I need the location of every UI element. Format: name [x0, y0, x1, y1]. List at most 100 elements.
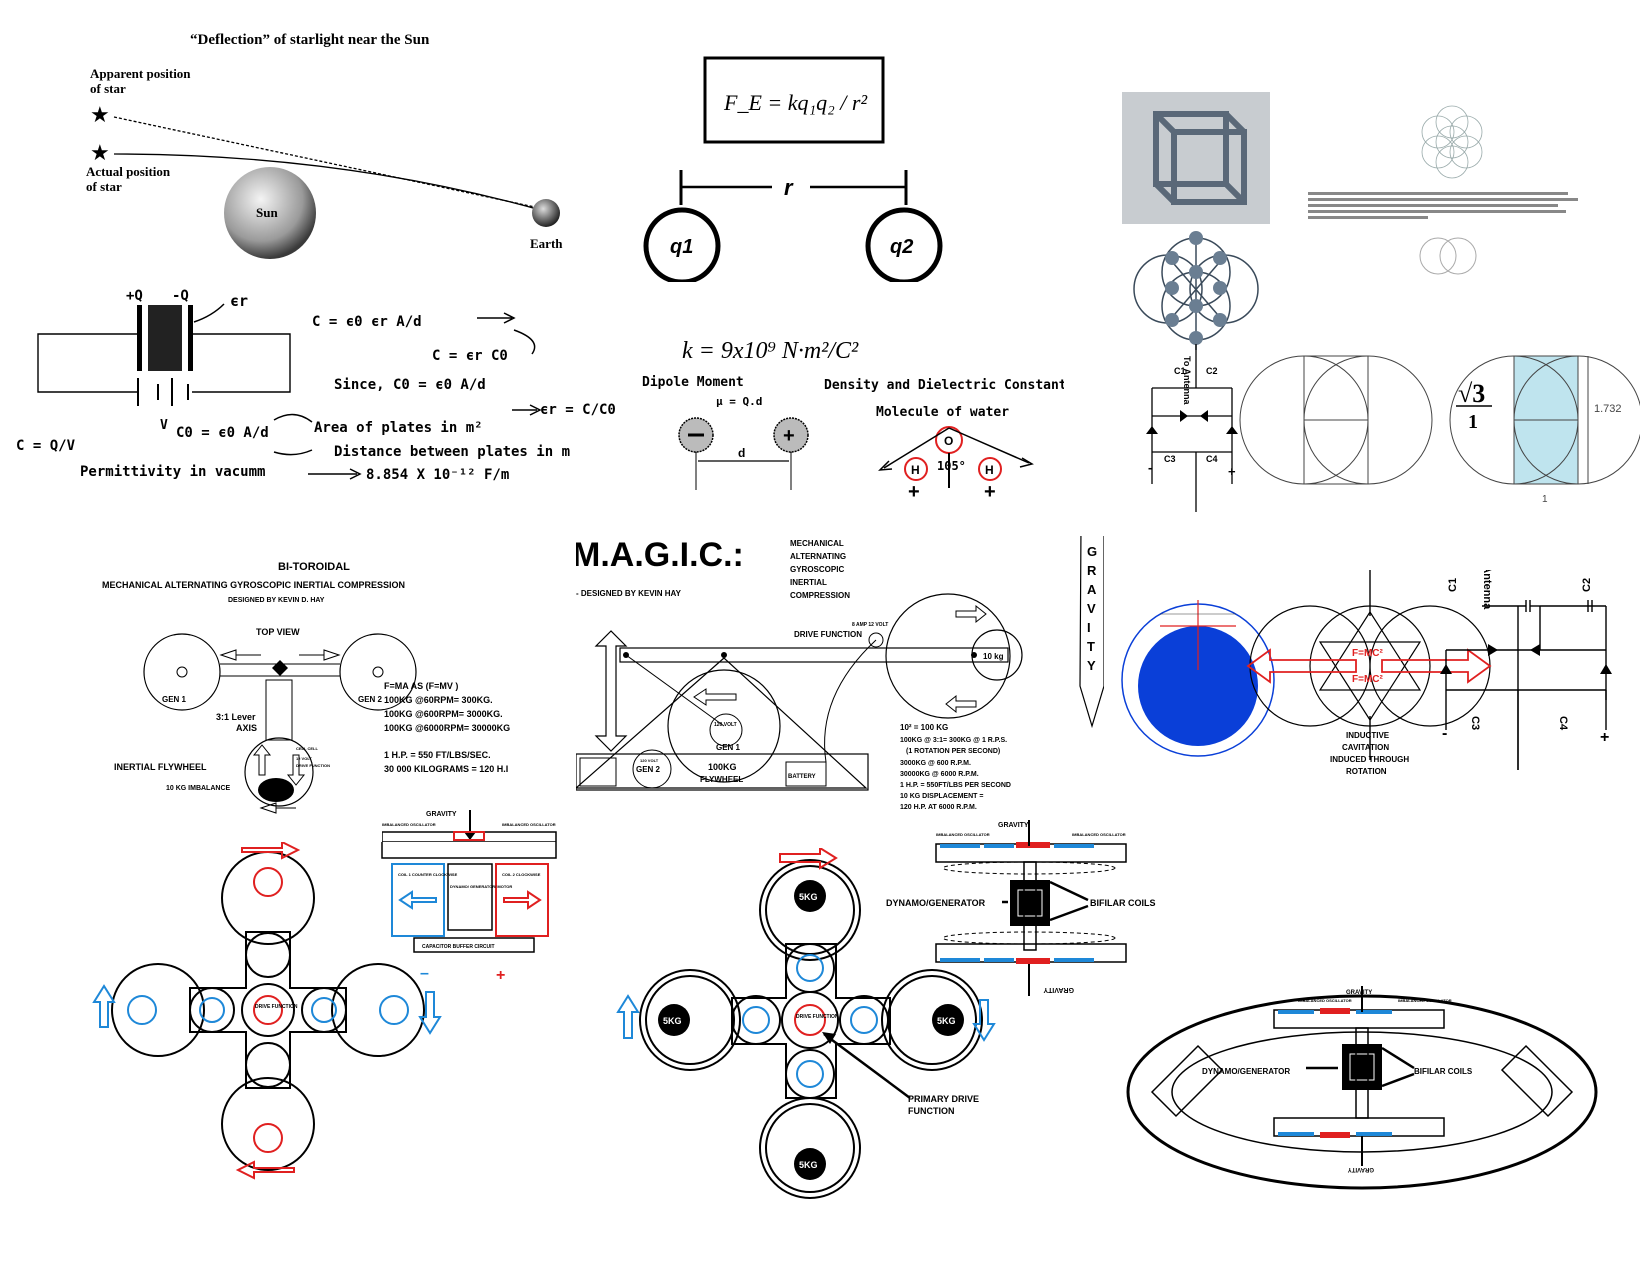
gen1-magic-label: GEN 1	[716, 743, 741, 752]
magic-note-5: 30000KG @ 6000 R.P.M.	[900, 771, 979, 778]
formula-line-3: 100KG @600RPM= 3000KG.	[384, 709, 503, 719]
svg-text:+: +	[783, 425, 795, 447]
gravity-arrow	[1079, 536, 1104, 729]
middle-cross-frame	[731, 943, 891, 1099]
ten-kg-mass	[971, 629, 1023, 681]
capacitor-diagram: +Q -Q ϵr V C = ϵ0 ϵr A/d C = ϵr C0 Since…	[16, 288, 616, 483]
blue-sphere	[1138, 626, 1258, 746]
capacitor-panel: +Q -Q ϵr V C = ϵ0 ϵr A/d C = ϵr C0 Since…	[12, 282, 634, 494]
mass-right-label: 5KG	[937, 1016, 956, 1026]
density-title: Density and Dielectric Constant	[824, 378, 1064, 393]
cross-middle-diagram: 5KG 5KG 5KG 5KG DRIVE FUNCTION PRIMARY D…	[616, 848, 996, 1199]
apparent-star-icon: ★	[90, 102, 110, 127]
cross-middle-panel: 5KG 5KG 5KG 5KG DRIVE FUNCTION PRIMARY D…	[610, 848, 1030, 1230]
area-label: Area of plates in m²	[314, 420, 483, 436]
earth-shape	[532, 199, 560, 227]
buffer-plus: +	[496, 967, 505, 984]
antenna-label: To Antenna	[1481, 570, 1493, 610]
volt120-label: 120 VOLT	[714, 722, 737, 728]
ratio-label: 1.732	[1594, 403, 1622, 415]
middle-top-red-arrow	[779, 848, 838, 870]
dynamo-core	[1010, 880, 1050, 926]
sacred-geometry-panel: C1 C2 C3 C4 To Antenna - + √3 1 1.732 1	[1108, 92, 1640, 514]
plus-right: +	[984, 481, 996, 500]
circuit-minus: -	[1442, 725, 1447, 742]
eq-since: Since, C0 = ϵ0 A/d	[334, 377, 486, 393]
small-plus: +	[1228, 464, 1236, 479]
cavitation-panel: F=MC² F=MC² INDUCTIVE CAVITATION INDUCED…	[1120, 570, 1648, 814]
gravity-letter: T	[1087, 639, 1095, 654]
base-frame	[576, 753, 869, 791]
oval-imbalanced-right: IMBALANCED OSCILLATOR	[1398, 998, 1452, 1003]
middle-left-blue-arrow	[616, 994, 640, 1039]
battery-label: BATTERY	[788, 774, 816, 780]
bitoroidal-panel: BI-TOROIDAL MECHANICAL ALTERNATING GYROS…	[96, 560, 576, 830]
eq-c-er: C = ϵ0 ϵr A/d	[312, 314, 422, 330]
formula-box	[703, 56, 885, 144]
gravity-letter: Y	[1087, 658, 1096, 673]
triangle-frame	[576, 657, 868, 789]
gen2-magic-label: GEN 2	[636, 765, 661, 774]
gen2-label: GEN 2	[358, 695, 383, 704]
hydrogen-atom-right	[978, 457, 1002, 481]
dipole-diagram: k = 9x10⁹ N·m²/C² Dipole Moment μ = Q.d …	[642, 338, 1064, 500]
plus-left: +	[908, 481, 920, 500]
primary-drive-1: PRIMARY DRIVE	[908, 1094, 979, 1104]
mass-left-label: 5KG	[663, 1016, 682, 1026]
angle-label: 105°	[937, 459, 966, 473]
cavitation-diagram: F=MC² F=MC² INDUCTIVE CAVITATION INDUCED…	[1121, 570, 1612, 776]
coil2-box	[495, 863, 549, 937]
bitoroidal-diagram: BI-TOROIDAL MECHANICAL ALTERNATING GYROS…	[102, 561, 510, 814]
geometry-diagram: C1 C2 C3 C4 To Antenna - + √3 1 1.732 1	[1122, 92, 1640, 512]
gravity-letter: R	[1087, 563, 1097, 578]
actual-label-2: of star	[86, 179, 122, 194]
dynamo-label-small: DYNAMO/GENERATOR	[886, 898, 986, 908]
cell-label: CELL CELL	[296, 746, 318, 751]
buffer-minus: –	[420, 965, 429, 982]
r-label: r	[784, 175, 794, 200]
cross-left-panel: DRIVE FUNCTION COIL 1 COUNTER CLOCKWISE …	[86, 842, 586, 1226]
oval-dynamo-panel: GRAVITY IMBALANCED OSCILLATOR IMBALANCED…	[1124, 986, 1644, 1192]
coil2-label: COIL 2 CLOCKWISE	[502, 872, 541, 877]
magic-m1: MECHANICAL	[790, 539, 844, 548]
minus-q-label: -Q	[172, 288, 189, 304]
positive-charge	[773, 417, 809, 453]
flower-of-life-small	[1421, 105, 1483, 179]
coulomb-formula: F_E = kq₁q₂ / r²	[723, 90, 867, 115]
dynamo-small-panel: GRAVITY IMBALANCED OSCILLATOR IMBALANCED…	[884, 820, 1164, 1004]
permittivity-label: Permittivity in vacumm	[80, 464, 265, 480]
sun-shape	[224, 167, 316, 259]
c4-label: C4	[1557, 716, 1569, 731]
oscillator-header-panel: GRAVITY IMBALANCED OSCILLATOR IMBALANCED…	[382, 806, 558, 842]
starlight-diagram: “Deflection” of starlight near the Sun A…	[86, 32, 563, 259]
coulomb-diagram: F_E = kq₁q₂ / r² r q1 q2	[643, 56, 943, 282]
top-view-label: TOP VIEW	[256, 627, 300, 637]
starlight-panel: “Deflection” of starlight near the Sun A…	[12, 14, 624, 282]
dipole-formula: μ = Q.d	[716, 395, 762, 408]
dielectric-slab	[148, 305, 182, 371]
small-c2: C2	[1206, 366, 1218, 376]
small-c1: C1	[1174, 366, 1186, 376]
dipole-panel: k = 9x10⁹ N·m²/C² Dipole Moment μ = Q.d …	[634, 318, 1064, 500]
magic-m2: ALTERNATING	[790, 552, 846, 561]
magic-note-8: 120 H.P. AT 6000 R.P.M.	[900, 804, 977, 811]
apparent-label-1: Apparent position	[90, 66, 191, 81]
bifilar-label-small: BIFILAR COILS	[1090, 898, 1156, 908]
charge-q2	[865, 207, 943, 282]
mass-top	[794, 880, 826, 912]
q2-label: q2	[890, 236, 913, 258]
earth-label: Earth	[530, 236, 563, 251]
dyn-imbalanced-left: IMBALANCED OSCILLATOR	[936, 832, 990, 837]
right-blue-arrow	[418, 991, 442, 1035]
middle-drive-label: DRIVE FUNCTION	[796, 1014, 839, 1020]
imbalance-mass	[258, 778, 294, 802]
k-constant: k = 9x10⁹ N·m²/C²	[682, 338, 859, 364]
right-flywheel	[885, 593, 1011, 719]
dyn-gravity-bottom: GRAVITY	[1043, 986, 1074, 993]
drive-function-label: DRIVE FUNCTION	[794, 630, 862, 639]
dyn-imbalanced-right: IMBALANCED OSCILLATOR	[1072, 832, 1126, 837]
base-one-label: 1	[1542, 494, 1548, 505]
magic-diagram: M.A.G.I.C.: - DESIGNED BY KEVIN HAY MECH…	[576, 536, 1104, 811]
gravity-letter: G	[1087, 544, 1097, 559]
gen1-label: GEN 1	[162, 695, 187, 704]
